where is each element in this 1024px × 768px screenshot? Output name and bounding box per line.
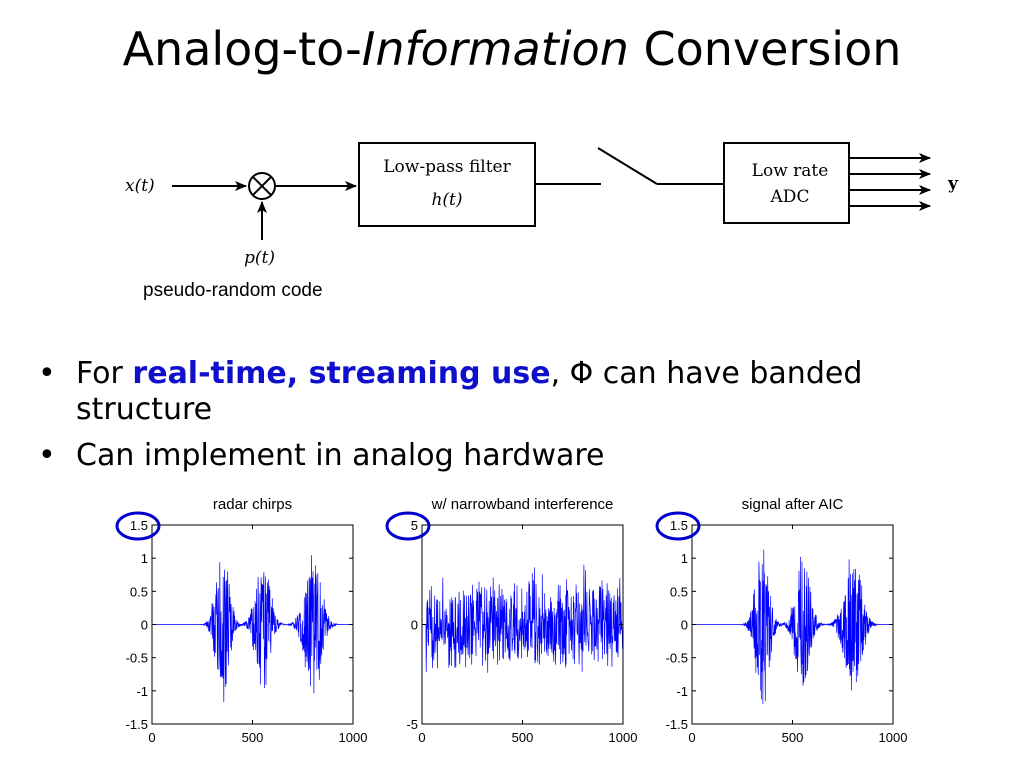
- y-tick-label: 0: [411, 618, 418, 633]
- x-tick-label: 1000: [609, 730, 638, 745]
- sampling-switch: [597, 147, 658, 185]
- adc-label-line1: Low rate: [752, 161, 829, 181]
- signal-trace: [152, 555, 353, 703]
- title-italic: Information: [361, 22, 629, 76]
- x-tick-label: 0: [148, 730, 155, 745]
- bullet-list: • For real-time, streaming use, Φ can ha…: [38, 356, 918, 484]
- bullet-text: Can implement in analog hardware: [76, 438, 605, 473]
- filter-label: Low-pass filter: [383, 157, 511, 177]
- input-label: x(t): [125, 176, 155, 196]
- x-tick-label: 500: [242, 730, 264, 745]
- y-tick-label: 0: [141, 618, 148, 633]
- highlight-circle: [655, 511, 701, 541]
- bullet-dot: •: [38, 438, 56, 473]
- bullet-dot: •: [38, 356, 56, 391]
- y-tick-label: -1.5: [126, 717, 148, 732]
- y-tick-label: -1.5: [666, 717, 688, 732]
- output-label: y: [947, 174, 959, 194]
- bullet-item: • Can implement in analog hardware: [38, 438, 918, 474]
- highlight-circle: [385, 511, 431, 541]
- y-tick-label: 0.5: [670, 584, 688, 599]
- bullet-item: • For real-time, streaming use, Φ can ha…: [38, 356, 918, 428]
- lowpass-filter-block: [358, 142, 536, 227]
- highlight-circle: [115, 511, 161, 541]
- x-tick-label: 0: [688, 730, 695, 745]
- chart-title: signal after AIC: [742, 496, 844, 513]
- y-tick-label: 0: [681, 618, 688, 633]
- adc-label-line2: ADC: [770, 187, 810, 207]
- code-caption: pseudo-random code: [143, 280, 323, 301]
- adc-output-arrows: [849, 153, 931, 211]
- y-tick-label: -1: [676, 684, 688, 699]
- chart-title: w/ narrowband interference: [431, 496, 614, 513]
- x-tick-label: 0: [418, 730, 425, 745]
- y-tick-label: -1: [136, 684, 148, 699]
- y-tick-label: 1.5: [130, 518, 148, 533]
- signal-trace: [422, 564, 624, 673]
- x-tick-label: 500: [782, 730, 804, 745]
- y-tick-label: 0.5: [130, 584, 148, 599]
- y-tick-label: 1.5: [670, 518, 688, 533]
- x-tick-label: 1000: [879, 730, 908, 745]
- signal-trace: [692, 549, 893, 705]
- bullet-highlight: real-time, streaming use: [132, 356, 551, 391]
- y-tick-label: -5: [406, 717, 418, 732]
- y-tick-label: 5: [411, 518, 418, 533]
- bullet-text: For real-time, streaming use, Φ can have…: [76, 356, 918, 428]
- chart-title: radar chirps: [213, 496, 292, 513]
- y-tick-label: 1: [141, 551, 148, 566]
- x-tick-label: 500: [512, 730, 534, 745]
- adc-block: [723, 142, 850, 224]
- y-tick-label: -0.5: [126, 651, 148, 666]
- aic-block-diagram: x(t) p(t) pseudo-random code Low-pass fi…: [125, 142, 959, 301]
- filter-impulse-label: h(t): [431, 190, 462, 210]
- title-part-2: Conversion: [628, 22, 902, 76]
- x-tick-label: 1000: [339, 730, 368, 745]
- y-tick-label: 1: [681, 551, 688, 566]
- bullet-prefix: For: [76, 356, 133, 391]
- title-part-1: Analog-to-: [122, 22, 362, 76]
- code-label: p(t): [244, 248, 275, 268]
- mixer-icon: [248, 172, 276, 200]
- bullet-suffix: , Φ can have banded structure: [76, 356, 863, 427]
- slide-title: Analog-to-Information Conversion: [0, 14, 1024, 84]
- y-tick-label: -0.5: [666, 651, 688, 666]
